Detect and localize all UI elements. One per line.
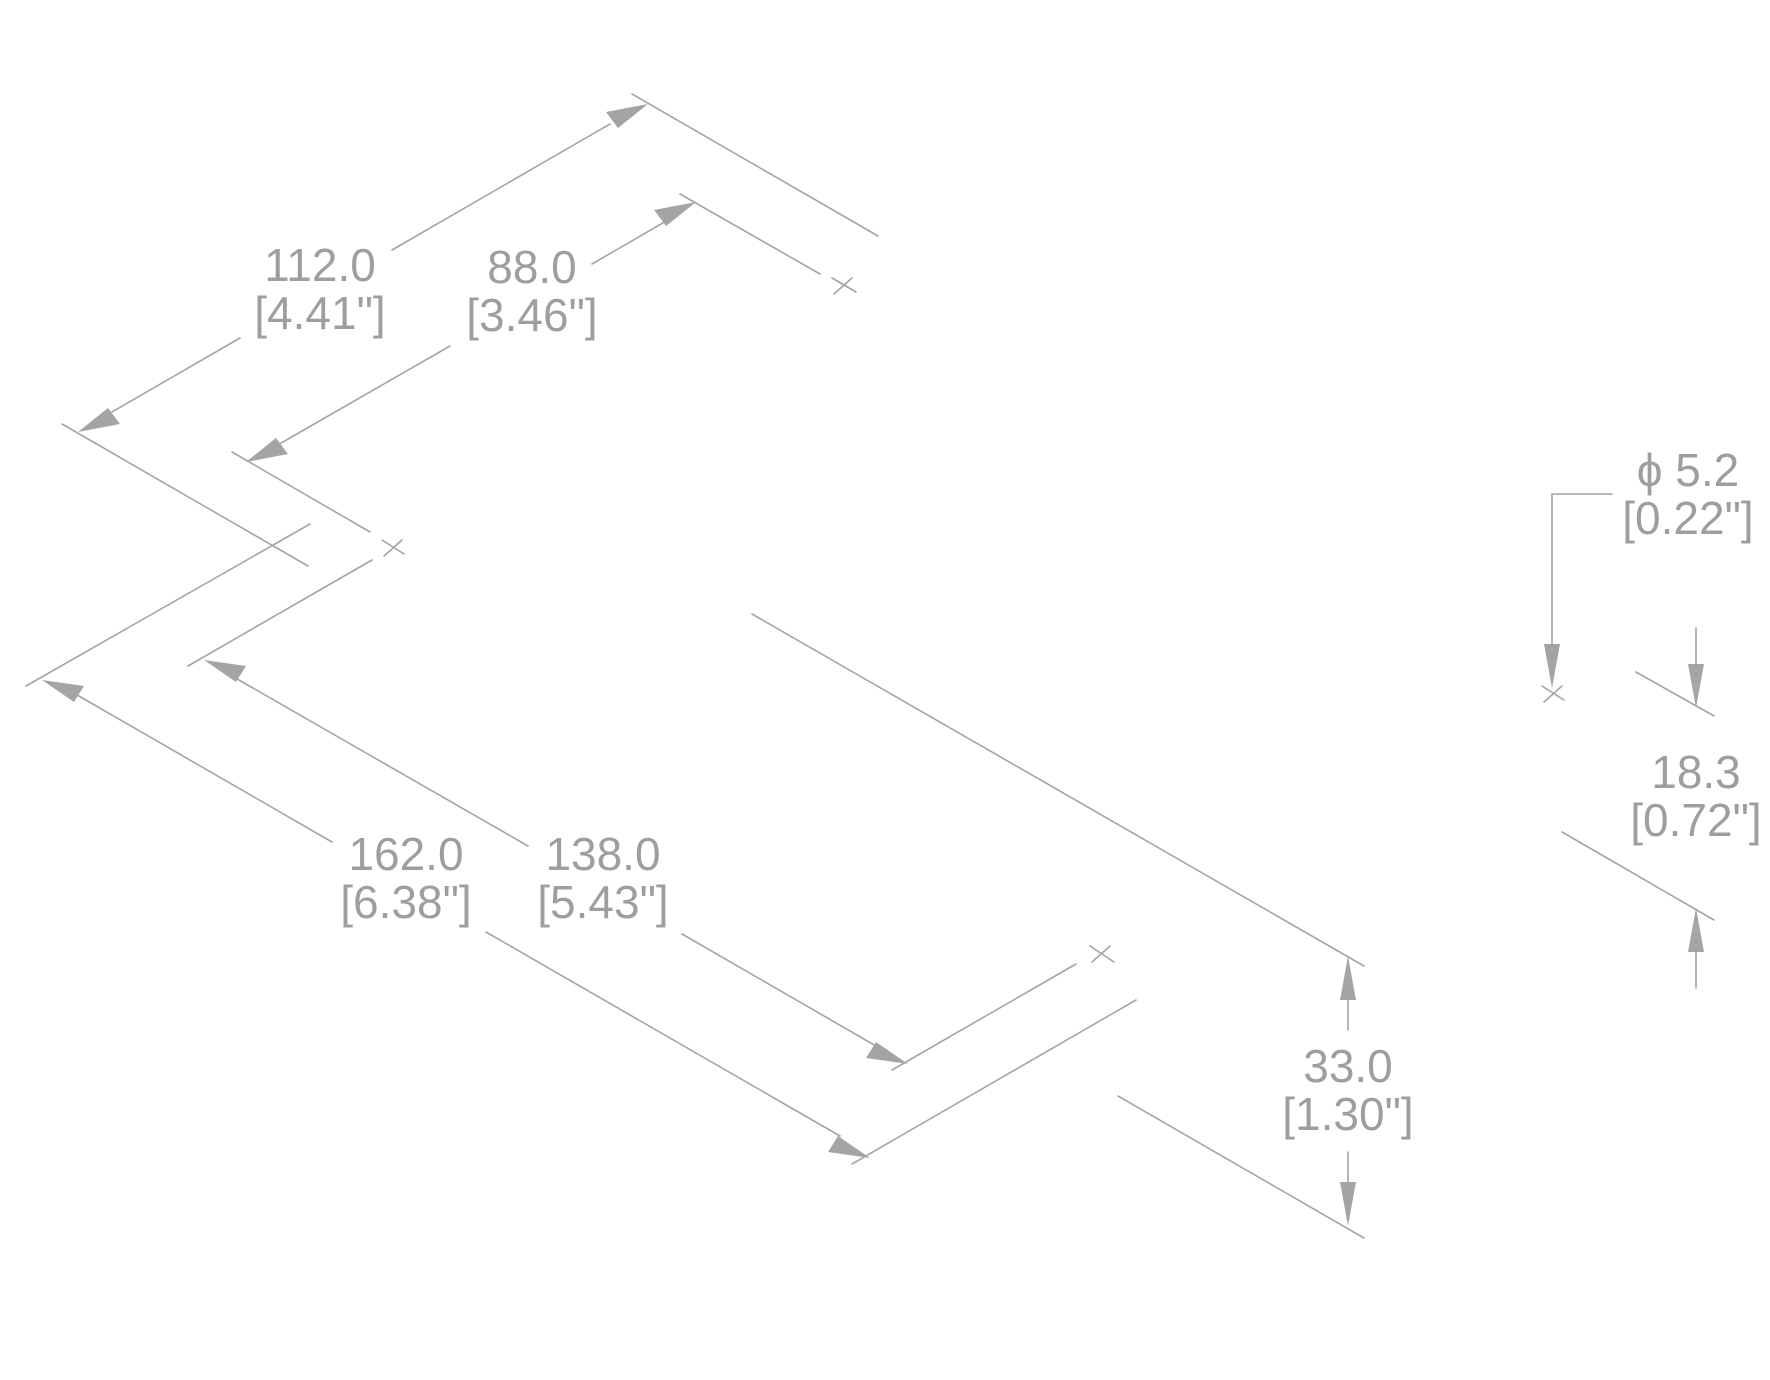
dimension-hole-offset: 18.3 [0.72"]	[1561, 627, 1762, 989]
arrowhead	[1688, 664, 1704, 708]
dimension-value-inch: [5.43"]	[537, 876, 668, 928]
dimension-length-outer: 162.0 [6.38"]	[25, 523, 1137, 1165]
leader-line	[1551, 493, 1613, 651]
extension-line	[1117, 1095, 1365, 1239]
dimension-value-inch: [6.38"]	[340, 876, 471, 928]
arrowhead	[78, 408, 120, 432]
arrowhead	[606, 104, 648, 128]
arrowhead	[1340, 1182, 1356, 1226]
extension-line	[891, 963, 1077, 1071]
dimension-line	[591, 219, 669, 265]
arrowhead	[1544, 644, 1560, 688]
dimension-value-mm: 33.0	[1303, 1040, 1393, 1092]
arrowhead	[828, 1136, 870, 1158]
dimension-value-inch: [1.30"]	[1282, 1088, 1413, 1140]
dimension-line	[231, 675, 529, 847]
dimension-value-inch: [4.41"]	[254, 287, 385, 339]
dimension-height: 33.0 [1.30"]	[1117, 956, 1414, 1239]
dimension-value-inch: [0.22"]	[1622, 492, 1753, 544]
extension-line	[25, 523, 311, 687]
dimension-value-mm: 138.0	[545, 828, 660, 880]
dimension-value-mm: 162.0	[348, 828, 463, 880]
dimension-line	[391, 123, 611, 251]
extension-line	[851, 999, 1137, 1165]
extension-line	[1635, 671, 1715, 717]
dimension-value-inch: [3.46"]	[466, 289, 597, 341]
arrowhead	[42, 680, 84, 702]
extension-line	[187, 559, 373, 667]
arrowhead	[1340, 956, 1356, 1000]
extension-line	[751, 613, 1365, 967]
extension-line	[1561, 831, 1715, 921]
arrowhead	[866, 1042, 908, 1064]
dimension-value-mm: 112.0	[264, 239, 376, 291]
dimension-width-inner: 88.0 [3.46"]	[231, 193, 857, 557]
arrowhead	[246, 438, 288, 462]
arrowhead	[1688, 908, 1704, 952]
center-mark	[1091, 945, 1111, 963]
arrowhead	[654, 202, 696, 226]
extension-line	[231, 451, 371, 533]
dimension-value-mm: ϕ 5.2	[1637, 444, 1740, 496]
extension-line	[679, 193, 821, 275]
center-mark	[1543, 685, 1563, 703]
extension-line	[61, 423, 309, 567]
dimension-line	[261, 345, 451, 455]
dimension-value-mm: 88.0	[487, 241, 577, 293]
dimension-value-mm: 18.3	[1651, 746, 1741, 798]
dimension-value-inch: [0.72"]	[1630, 794, 1761, 846]
dimension-hole-diameter: ϕ 5.2 [0.22"]	[1541, 444, 1754, 703]
extension-line	[631, 93, 879, 237]
dimension-length-inner: 138.0 [5.43"]	[187, 559, 1115, 1071]
dimension-line	[681, 933, 877, 1047]
dimension-width-outer: 112.0 [4.41"]	[61, 93, 879, 567]
arrowhead	[204, 660, 246, 682]
dimension-line	[485, 931, 841, 1137]
dimension-line	[111, 337, 241, 413]
center-mark	[383, 539, 403, 557]
center-mark	[833, 277, 853, 295]
dimension-line	[71, 691, 333, 843]
